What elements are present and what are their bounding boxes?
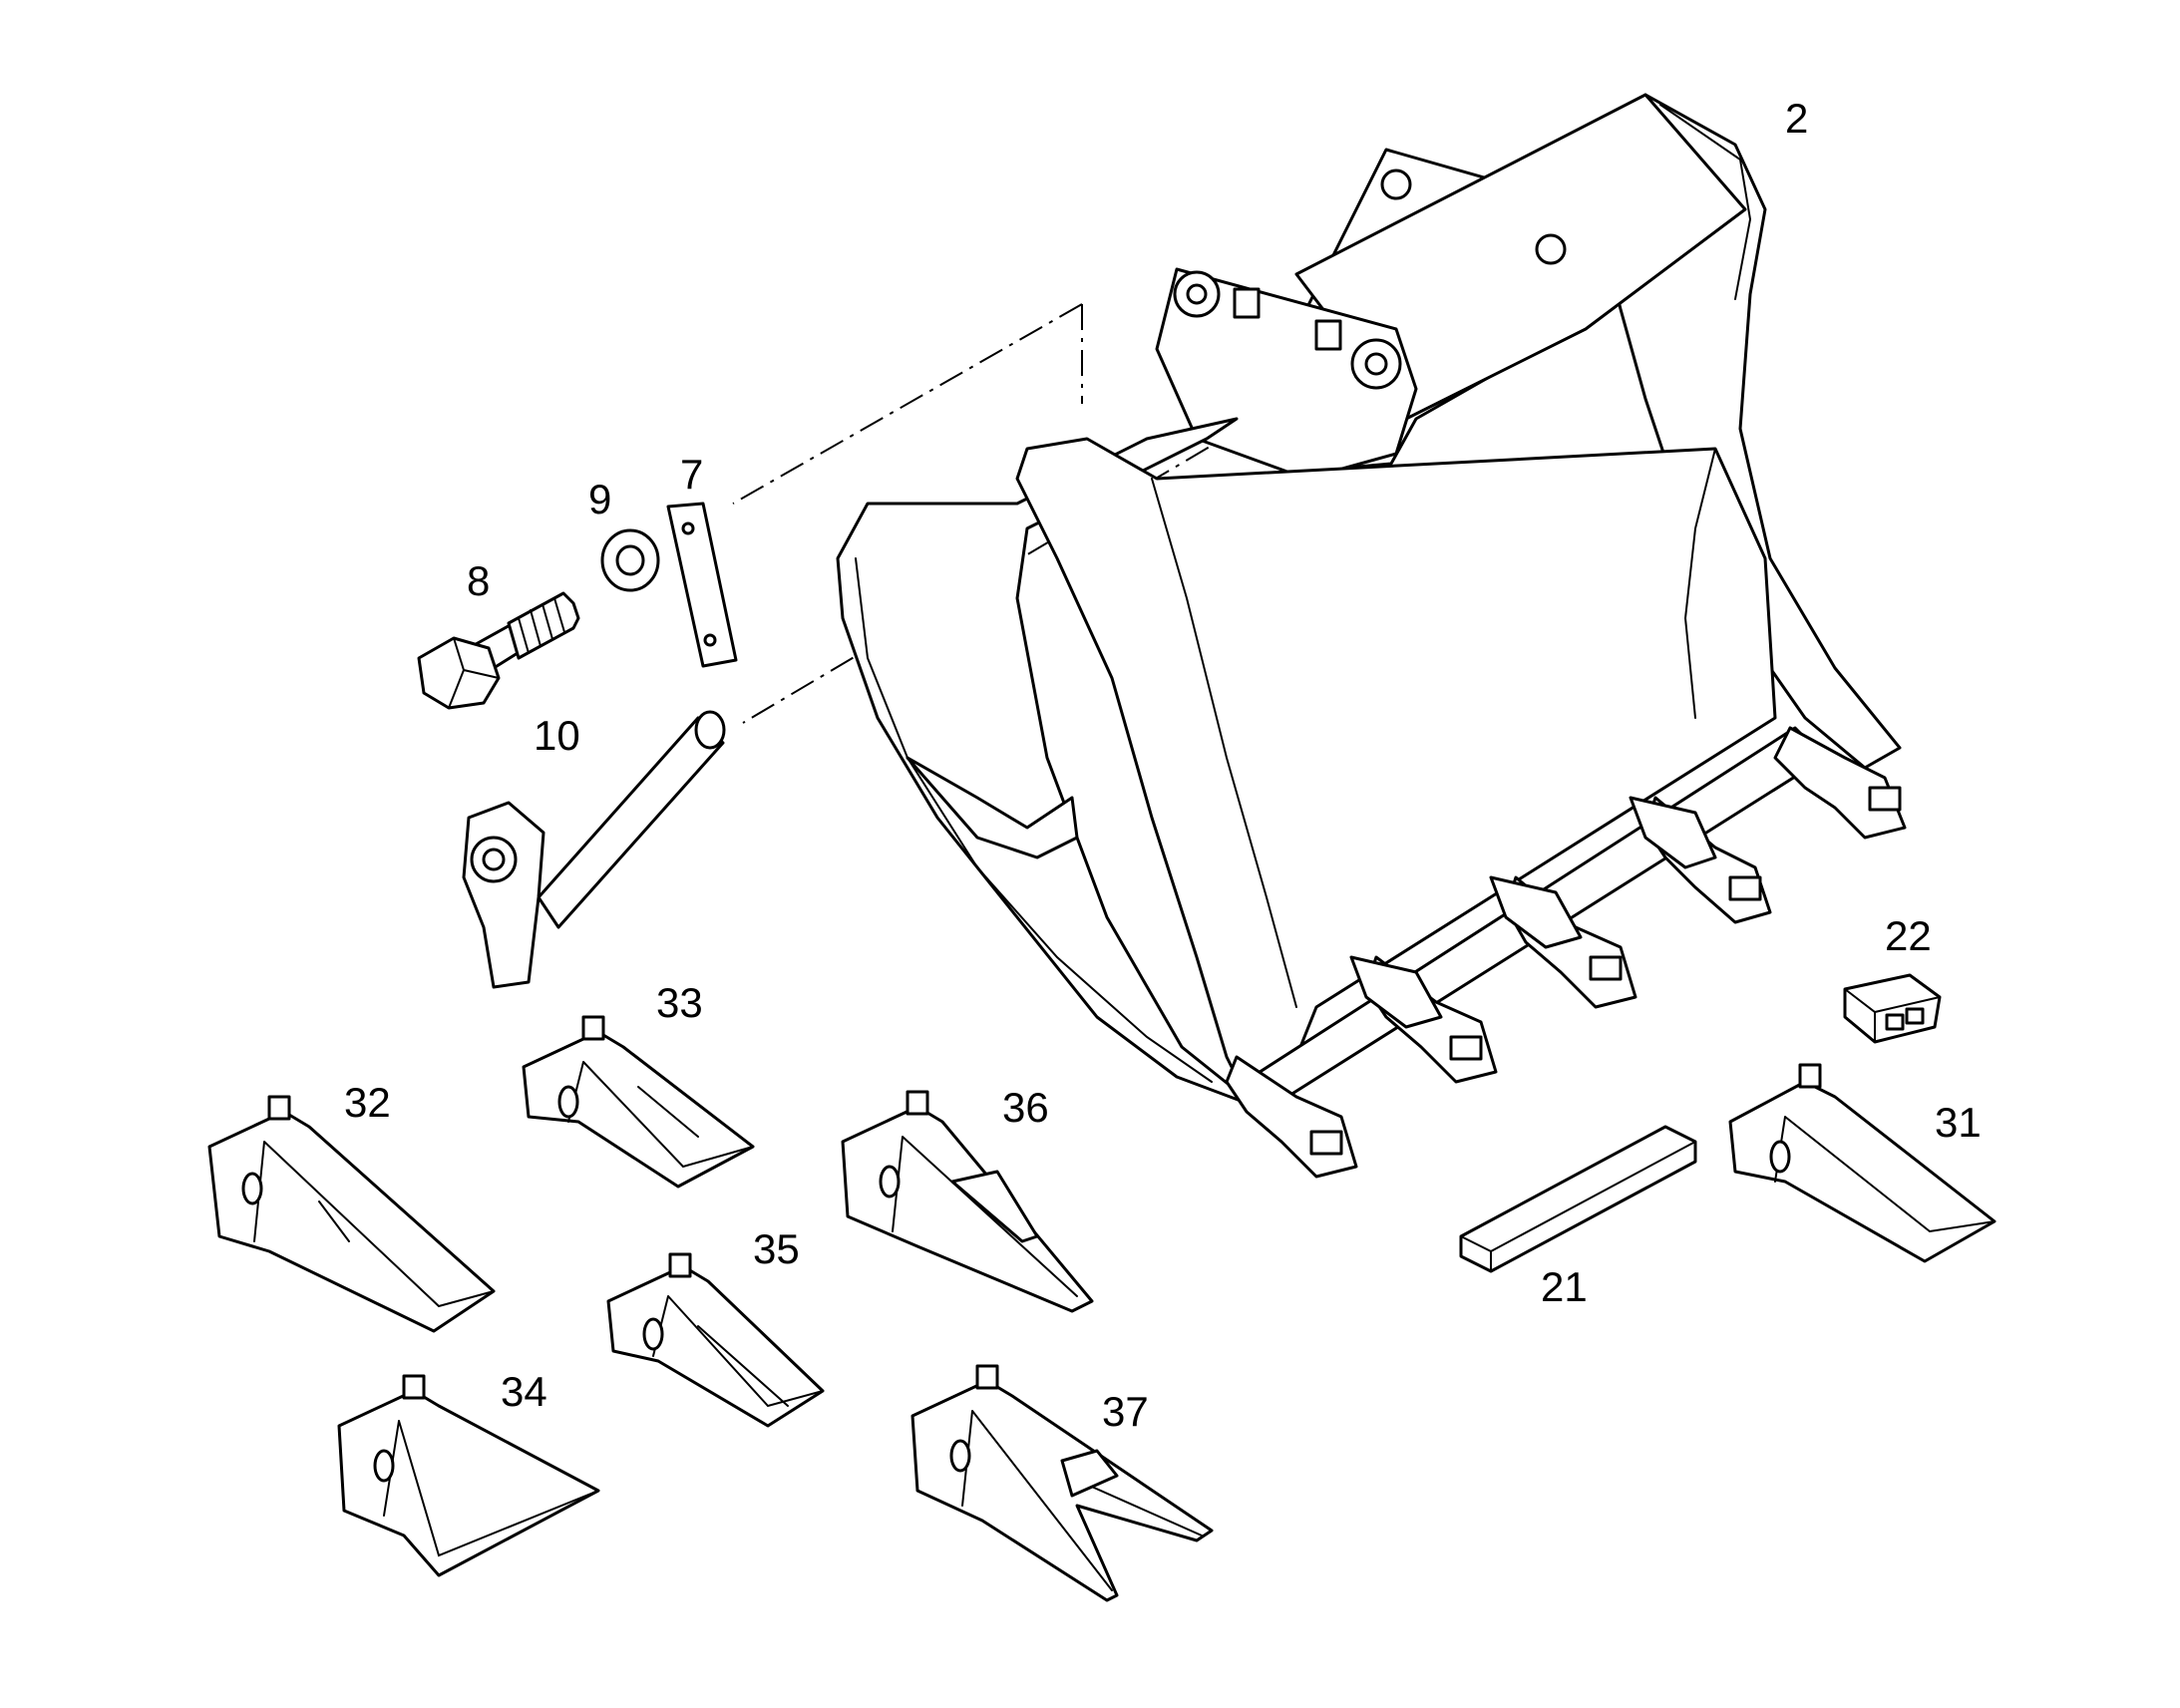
tooth-34-body	[337, 1389, 600, 1577]
tooth-37-body	[910, 1379, 1214, 1602]
tooth-33-body	[522, 1030, 755, 1189]
assembly-line-upper	[732, 303, 1083, 505]
side-cutter-part-21	[1459, 1125, 1697, 1273]
tooth-part-37	[910, 1364, 1214, 1602]
label-10: 10	[534, 712, 580, 759]
adapter-2-lock	[1728, 875, 1762, 901]
washer-hole	[615, 544, 645, 576]
bolt-thread-lines	[518, 597, 565, 654]
bucket-left-side-plate	[836, 417, 1259, 1109]
bolt-hex-head	[417, 636, 501, 710]
bolt-head-facets	[448, 637, 500, 709]
tooth-34-pin-hole	[373, 1449, 395, 1483]
label-31: 31	[1935, 1099, 1982, 1146]
tooth-part-33	[522, 1015, 755, 1189]
retainer-slot-1	[1885, 1013, 1905, 1031]
pin-part-10	[462, 710, 726, 989]
bolt-part-8	[417, 591, 580, 710]
bucket-part-2	[732, 93, 1907, 1179]
tooth-36-pin-hole	[879, 1165, 901, 1198]
adapter-4-lock	[1449, 1035, 1483, 1061]
hinge-lug-2	[1314, 319, 1342, 351]
label-32: 32	[344, 1079, 391, 1126]
tooth-36-lug	[906, 1090, 929, 1116]
bucket-shell-crease	[1151, 478, 1297, 1008]
tooth-33-pin-hole	[557, 1085, 579, 1119]
hinge-hole-rear-1	[1380, 169, 1412, 200]
bolt-thread	[507, 591, 580, 660]
label-37: 37	[1102, 1388, 1149, 1435]
retainer-slot-2	[1905, 1007, 1925, 1025]
label-34: 34	[501, 1368, 547, 1415]
washer-part-9	[600, 528, 660, 592]
label-8: 8	[467, 557, 490, 604]
tooth-35-pin-hole	[642, 1317, 664, 1351]
side-cutter-edges	[1460, 1141, 1696, 1272]
label-7: 7	[680, 451, 703, 498]
label-35: 35	[753, 1225, 800, 1272]
tooth-31-lug	[1798, 1063, 1822, 1089]
plate-body	[666, 502, 738, 668]
plate-part-7	[666, 502, 738, 668]
tooth-37-notch	[1060, 1449, 1119, 1498]
tooth-part-31	[1728, 1063, 1997, 1263]
adapter-1-lock	[1868, 786, 1902, 812]
label-2: 2	[1785, 95, 1808, 142]
tooth-33-lug	[581, 1015, 605, 1041]
retainer-edges	[1844, 988, 1941, 1043]
tooth-31-pin-hole	[1769, 1140, 1791, 1174]
label-33: 33	[656, 979, 703, 1026]
retainer-part-22	[1843, 973, 1942, 1044]
label-36: 36	[1002, 1084, 1049, 1131]
tooth-part-36	[841, 1090, 1094, 1313]
tooth-35-lug	[668, 1252, 692, 1278]
hinge-hole-front-2	[1364, 352, 1388, 376]
adapter-5-lock	[1309, 1130, 1343, 1156]
hinge-boss-front-2	[1350, 338, 1402, 390]
bucket-side-rib	[906, 756, 1079, 859]
bucket-wear-strip-line	[855, 557, 1213, 1083]
adapter-2-tooth	[1629, 796, 1717, 869]
adapter-3-tooth	[1489, 875, 1583, 949]
pin-tab-hole	[482, 848, 506, 871]
pin-end	[694, 710, 726, 750]
hinge-lug-1	[1233, 287, 1261, 319]
tooth-part-34	[337, 1374, 600, 1577]
bucket-right-plate-edge	[1659, 104, 1752, 300]
label-22: 22	[1885, 912, 1932, 959]
tooth-32-lug	[267, 1095, 291, 1121]
pin-shaft	[537, 716, 725, 929]
tooth-part-35	[606, 1252, 825, 1428]
tooth-32-pin-hole	[241, 1172, 263, 1205]
tooth-37-lug	[975, 1364, 999, 1390]
label-21: 21	[1541, 1263, 1588, 1310]
tooth-36-body	[841, 1105, 1094, 1313]
label-9: 9	[588, 476, 611, 522]
tooth-37-pin-hole	[949, 1439, 971, 1473]
adapter-4-tooth	[1349, 955, 1443, 1029]
assembly-line-lower	[742, 353, 1367, 724]
tooth-35-body	[606, 1264, 825, 1428]
tooth-32-body	[207, 1110, 496, 1333]
adapter-3-lock	[1589, 955, 1623, 981]
bucket-tooth-adapters	[1225, 726, 1907, 1179]
hinge-hole-rear-2	[1535, 233, 1567, 265]
plate-hole-bottom	[703, 633, 717, 647]
plate-hole-top	[681, 521, 695, 535]
tooth-part-32	[207, 1095, 496, 1333]
pin-tab	[462, 801, 545, 989]
bucket-back-curve	[1683, 448, 1716, 719]
pin-tab-boss	[470, 836, 518, 883]
hinge-hole-front-1	[1186, 283, 1208, 305]
hinge-boss-front-1	[1173, 270, 1221, 318]
tooth-34-lug	[402, 1374, 426, 1400]
tooth-36-recess	[950, 1170, 1039, 1243]
